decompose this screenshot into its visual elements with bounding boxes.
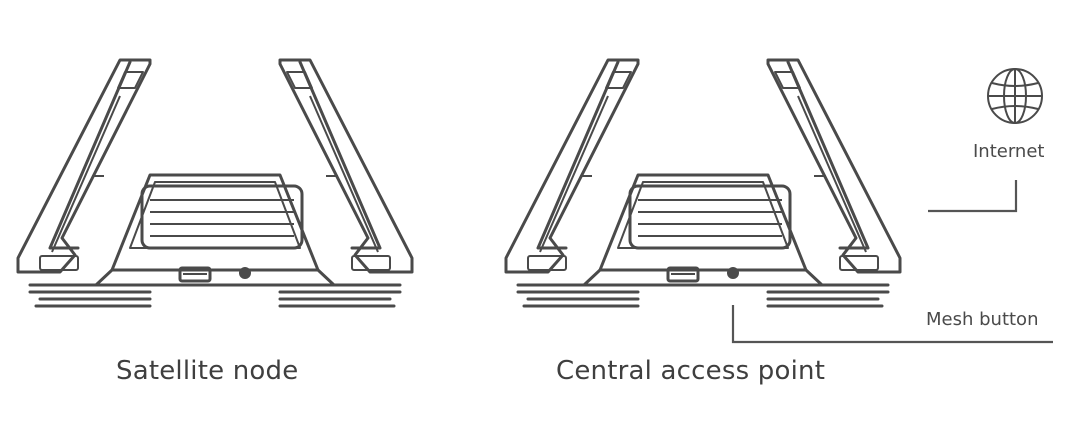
internet-leader-line xyxy=(928,180,1018,213)
internet-label: Internet xyxy=(973,141,1045,162)
satellite-node-caption: Satellite node xyxy=(116,356,299,386)
mesh-button-label: Mesh button xyxy=(926,309,1039,330)
satellite-node-illustration xyxy=(16,58,414,308)
mesh-button-leader-line xyxy=(731,305,1053,344)
central-access-point-caption: Central access point xyxy=(556,356,826,386)
central-access-point-illustration xyxy=(504,58,902,308)
globe-icon xyxy=(987,68,1043,124)
